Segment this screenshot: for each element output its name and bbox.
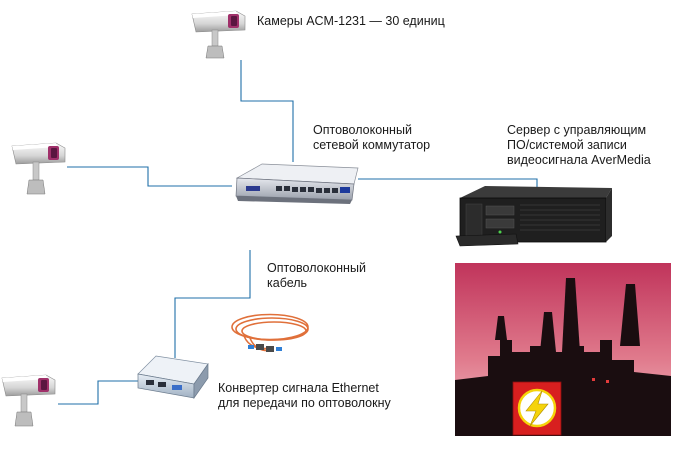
power-plant-photo: [455, 263, 671, 436]
link-camera-top-switch: [240, 60, 294, 162]
label-cameras: Камеры ACM-1231 — 30 единиц: [257, 14, 445, 28]
network-switch-icon: [235, 163, 359, 204]
media-converter-icon: [137, 355, 209, 400]
lightning-logo-icon: [512, 381, 562, 436]
rack-server-icon: [455, 186, 612, 247]
cctv-camera-icon: [1, 374, 56, 427]
link-camera-bottom-converter: [58, 380, 138, 405]
label-switch: Оптоволоконный сетевой коммутатор: [313, 123, 431, 152]
cctv-camera-icon: [191, 10, 246, 59]
label-cable: Оптоволоконный кабель: [267, 261, 366, 290]
link-switch-converter: [174, 250, 251, 358]
label-converter: Конвертер сигнала Ethernet для передачи …: [218, 381, 391, 410]
fiber-connectors: [248, 344, 282, 352]
cctv-camera-icon: [11, 142, 66, 195]
connections: [58, 60, 538, 405]
fiber-cable-icon: [231, 313, 309, 352]
link-camera-left-switch: [67, 166, 232, 187]
label-server: Сервер с управляющим ПО/системой записи …: [507, 123, 651, 167]
